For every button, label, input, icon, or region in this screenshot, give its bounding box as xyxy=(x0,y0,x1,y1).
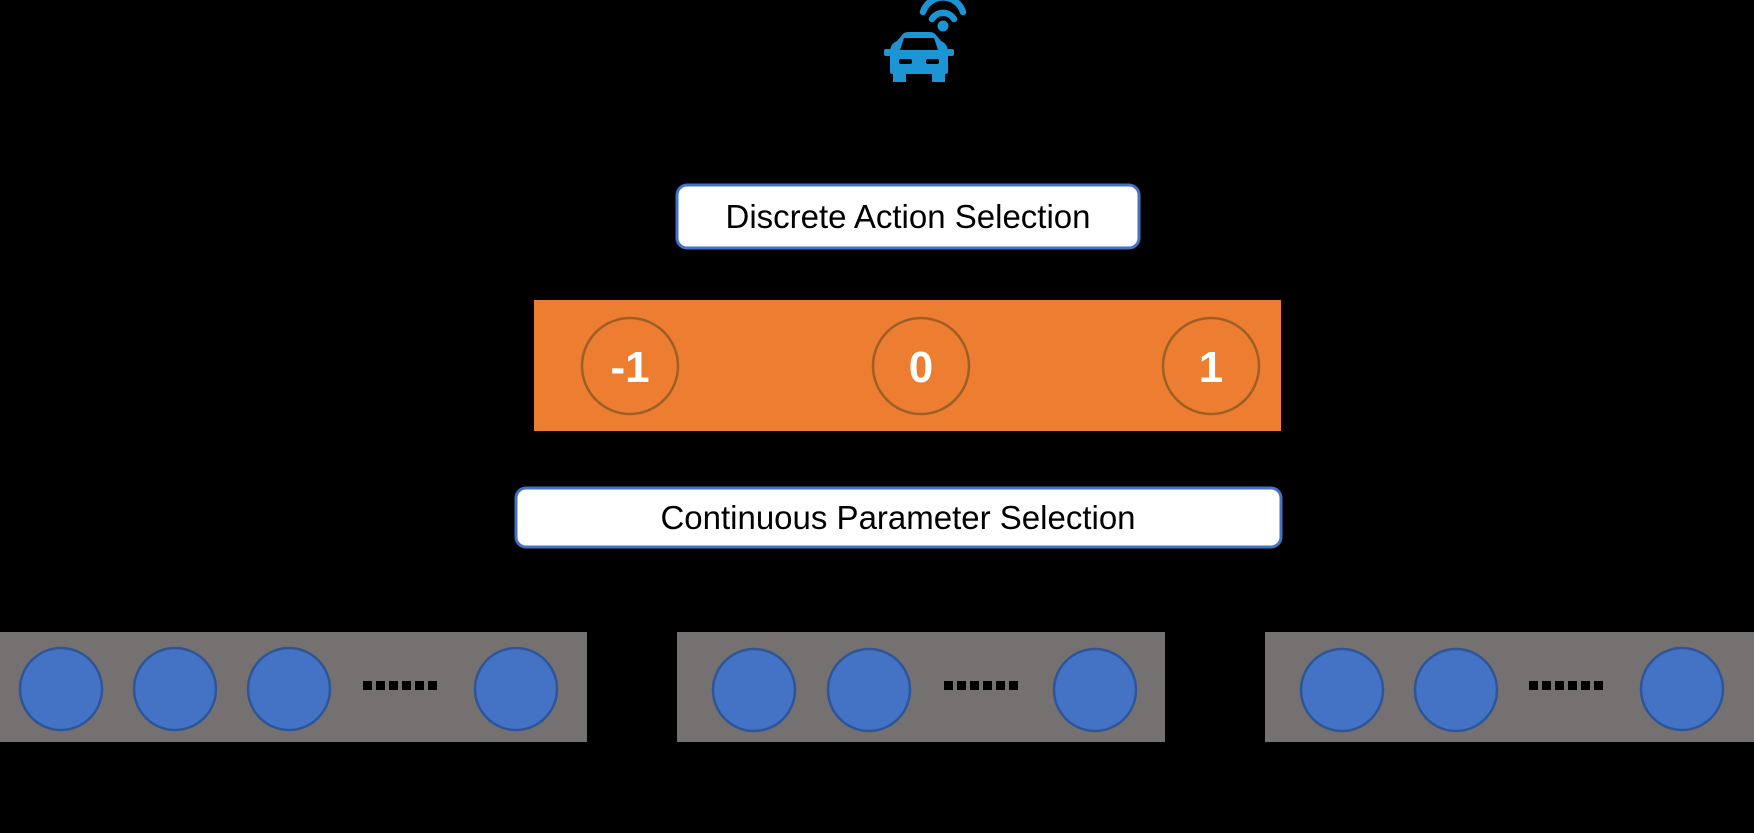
parameter-circle xyxy=(1299,647,1385,733)
continuous-parameter-selection-label: Continuous Parameter Selection xyxy=(660,499,1135,536)
discrete-action-selection-box: Discrete Action Selection xyxy=(675,183,1141,250)
parameter-circle xyxy=(132,646,218,732)
action-node-1-circle xyxy=(1161,316,1261,416)
arrow-continuous-to-minus1-a xyxy=(555,419,639,491)
action-node-1-label: 1 xyxy=(1199,343,1223,392)
parameter-circle xyxy=(473,646,559,732)
arrow-1-to-param-2 xyxy=(1204,413,1462,654)
car-headlight-right xyxy=(926,59,939,64)
parameter-circle xyxy=(18,646,104,732)
discrete-action-selection-label: Discrete Action Selection xyxy=(725,198,1090,235)
parameter-set-panel-right xyxy=(1265,632,1754,742)
car-headlight-left xyxy=(899,59,912,64)
parameter-circle xyxy=(826,647,912,733)
wifi-signal-icon xyxy=(919,0,967,23)
parameter-circle xyxy=(1413,647,1499,733)
arrow-minus1-to-param-3 xyxy=(289,415,635,652)
action-node-minus1-label: -1 xyxy=(610,343,649,392)
ellipsis-dots xyxy=(1529,681,1603,690)
arrow-minus1-to-param-1 xyxy=(61,415,635,654)
car-details xyxy=(899,38,939,64)
arrow-continuous-to-1-b xyxy=(1207,418,1274,491)
continuous-parameter-selection-box: Continuous Parameter Selection xyxy=(514,486,1283,549)
action-node-minus1-circle xyxy=(580,316,680,416)
parameter-circle xyxy=(1639,646,1725,732)
action-node-0-label: 0 xyxy=(909,343,933,392)
parameter-set-panel-left xyxy=(0,632,587,742)
arrow-minus1-to-param-2 xyxy=(175,415,635,653)
ellipsis-dots xyxy=(363,681,437,690)
car-windshield xyxy=(900,38,938,50)
connected-car-icon xyxy=(884,0,967,82)
parameter-circle xyxy=(711,647,797,733)
action-values-panel: -1 0 1 xyxy=(534,300,1281,431)
parameter-set-panel-middle xyxy=(677,632,1165,742)
parameter-circle xyxy=(246,646,332,732)
action-node-0-circle xyxy=(871,316,971,416)
wifi-dot xyxy=(937,20,949,32)
parameter-circle xyxy=(1052,647,1138,733)
ellipsis-dots xyxy=(944,681,1018,690)
arrow-1-to-param-3 xyxy=(1205,413,1687,651)
